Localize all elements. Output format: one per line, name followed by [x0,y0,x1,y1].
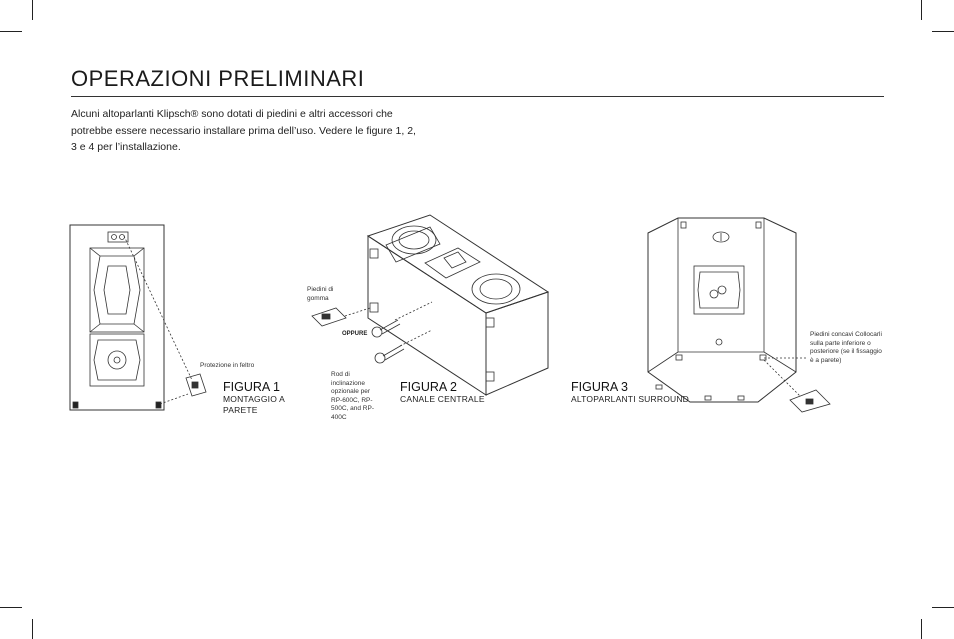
figure-1-subtitle: MONTAGGIO A PARETE [223,394,285,415]
crop-mark [32,619,33,639]
rubber-feet-callout: Piedini di gomma [307,286,334,302]
felt-pad-callout: Protezione in feltro [200,362,255,369]
figure-3-speaker-drawing [647,217,831,413]
figure-1-heading: FIGURA 1 [223,380,280,394]
crop-mark [932,607,954,608]
intro-paragraph: Alcuni altoparlanti Klipsch® sono dotati… [71,108,416,153]
tilt-rod-callout: Rod di inclinazione opzionale per RP-600… [331,371,374,421]
figure-3-subtitle: ALTOPARLANTI SURROUND [571,394,690,404]
concave-feet-callout: Piedini concavi Collocarli sulla parte i… [810,331,882,364]
figure-2-heading: FIGURA 2 [400,380,457,394]
figure-2-speaker-drawing [311,214,550,396]
or-label: OPPURE [342,331,368,337]
crop-mark [32,0,33,20]
crop-mark [921,619,922,639]
crop-mark [0,607,22,608]
title-rule [71,96,884,97]
crop-mark [932,31,954,32]
figure-1-speaker-drawing [69,224,207,411]
crop-mark [0,31,22,32]
page-title: OPERAZIONI PRELIMINARI [71,66,365,91]
crop-mark [921,0,922,20]
figure-2-subtitle: CANALE CENTRALE [400,394,485,404]
figure-3-heading: FIGURA 3 [571,380,628,394]
